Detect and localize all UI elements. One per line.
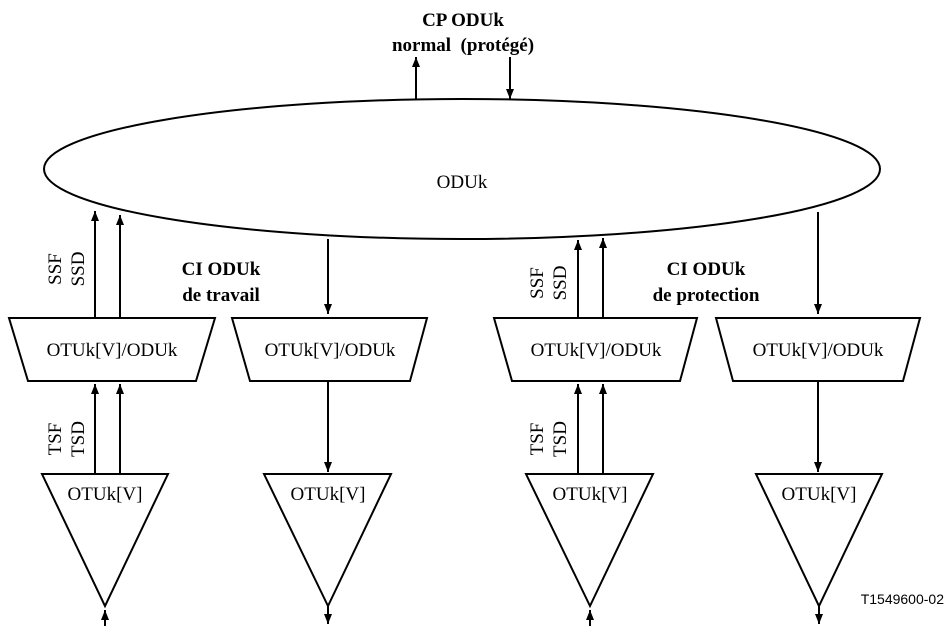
ssf-label-protection: SSF [527,267,548,299]
tsf-label-working: TSF [45,423,66,456]
ssd-label-protection: SSD [550,266,571,301]
termination-block-working-upstream [40,473,170,609]
working-group-label-line2: de travail [182,285,260,306]
termination-block-protection-upstream [524,473,655,609]
header-title-line2: normal (protégé) [392,35,534,56]
protection-group-label-line2: de protection [653,285,760,306]
oduk-ellipse-label: ODUk [437,172,488,193]
ssf-label-working: SSF [45,253,66,285]
termination-label-working-downstream: OTUk[V] [291,484,366,505]
adaptation-label-protection-downstream: OTUk[V]/ODUk [753,340,884,361]
adaptation-label-protection-upstream: OTUk[V]/ODUk [531,340,662,361]
header-title-line1: CP ODUk [422,10,504,31]
oduk-ellipse [43,98,881,240]
adaptation-label-working-upstream: OTUk[V]/ODUk [47,340,178,361]
figure-id: T1549600-02 [861,591,945,607]
adaptation-label-working-downstream: OTUk[V]/ODUk [265,340,396,361]
termination-label-working-upstream: OTUk[V] [68,484,143,505]
adaptation-block-working-upstream [7,317,217,382]
adaptation-block-protection-upstream [492,317,699,382]
termination-label-protection-upstream: OTUk[V] [553,484,628,505]
ssd-label-working: SSD [68,252,89,287]
tsd-label-protection: TSD [550,421,571,457]
termination-label-protection-downstream: OTUk[V] [782,484,857,505]
termination-block-working-downstream [262,473,393,609]
tsd-label-working: TSD [68,421,89,457]
working-group-label-line1: CI ODUk [182,259,261,280]
adaptation-block-working-downstream [230,317,429,382]
termination-block-protection-downstream [754,473,884,609]
tsf-label-protection: TSF [527,423,548,456]
protection-group-label-line1: CI ODUk [667,259,746,280]
adaptation-block-protection-downstream [714,317,922,382]
